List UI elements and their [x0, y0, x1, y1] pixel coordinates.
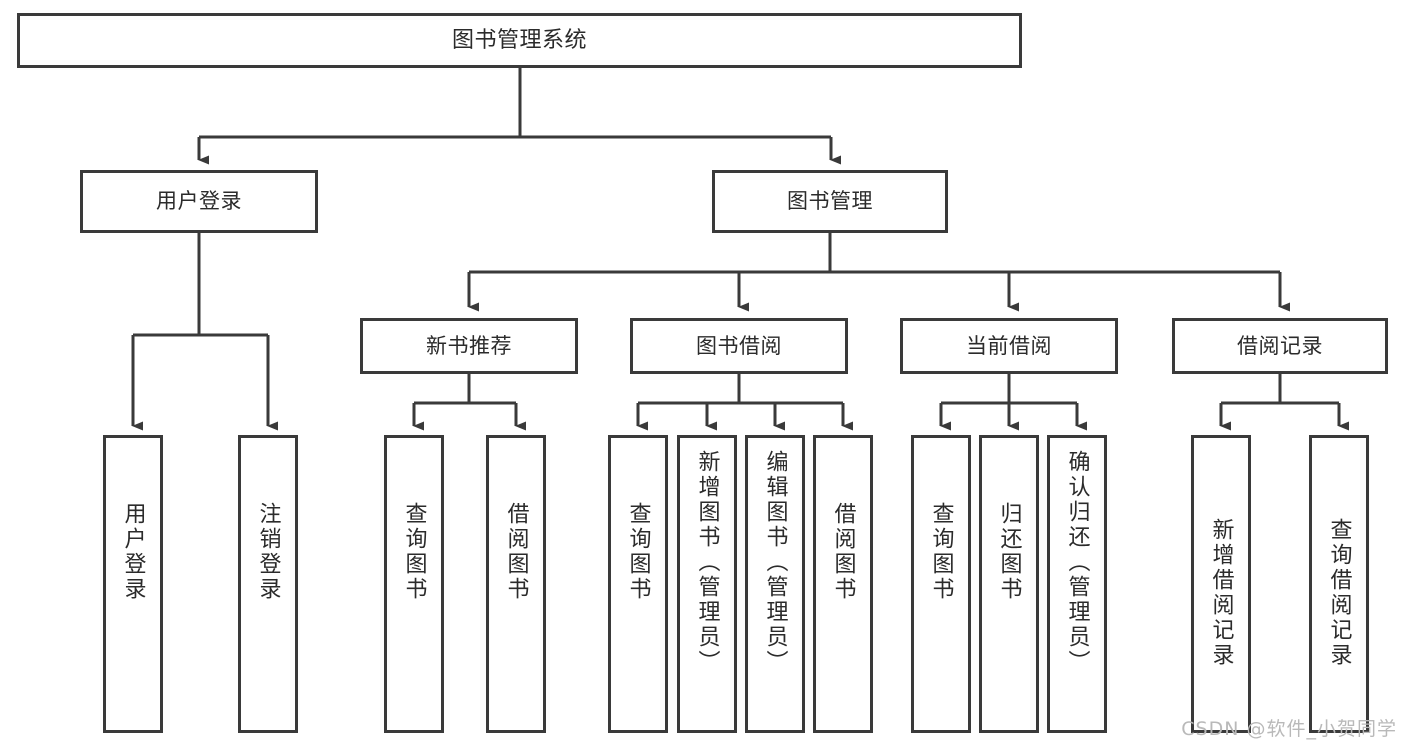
leaf-borrow-book-recommend[interactable]: 借阅图书 — [486, 435, 546, 733]
node-label: 新增图书（管理员） — [694, 450, 720, 675]
node-label: 查询图书 — [401, 502, 427, 602]
node-label: 归还图书 — [996, 502, 1022, 602]
node-label: 图书管理 — [787, 189, 873, 214]
node-label: 用户登录 — [156, 189, 242, 214]
node-label: 查询图书 — [625, 502, 651, 602]
node-new-book-recommend[interactable]: 新书推荐 — [360, 318, 578, 374]
leaf-query-book-current[interactable]: 查询图书 — [911, 435, 971, 733]
node-label: 借阅图书 — [503, 502, 529, 602]
node-label: 当前借阅 — [966, 333, 1052, 358]
leaf-edit-book-admin[interactable]: 编辑图书（管理员） — [745, 435, 805, 733]
leaf-logout[interactable]: 注销登录 — [238, 435, 298, 733]
node-label: 编辑图书（管理员） — [762, 450, 788, 675]
node-label: 图书借阅 — [696, 333, 782, 358]
leaf-add-borrow-record[interactable]: 新增借阅记录 — [1191, 435, 1251, 733]
node-label: 新书推荐 — [426, 333, 512, 358]
leaf-query-book-recommend[interactable]: 查询图书 — [384, 435, 444, 733]
node-label: 图书管理系统 — [451, 27, 587, 53]
node-label: 新增借阅记录 — [1208, 518, 1234, 668]
leaf-confirm-return-admin[interactable]: 确认归还（管理员） — [1047, 435, 1107, 733]
leaf-query-borrow-record[interactable]: 查询借阅记录 — [1309, 435, 1369, 733]
node-current-borrow[interactable]: 当前借阅 — [900, 318, 1118, 374]
leaf-query-book-borrow[interactable]: 查询图书 — [608, 435, 668, 733]
node-user-login[interactable]: 用户登录 — [80, 170, 318, 233]
leaf-borrow-book[interactable]: 借阅图书 — [813, 435, 873, 733]
node-borrow-record[interactable]: 借阅记录 — [1172, 318, 1388, 374]
node-label: 查询借阅记录 — [1326, 518, 1352, 668]
leaf-add-book-admin[interactable]: 新增图书（管理员） — [677, 435, 737, 733]
node-label: 借阅图书 — [830, 502, 856, 602]
node-label: 注销登录 — [255, 502, 281, 602]
node-label: 借阅记录 — [1237, 333, 1323, 358]
node-book-management[interactable]: 图书管理 — [712, 170, 948, 233]
node-book-borrow[interactable]: 图书借阅 — [630, 318, 848, 374]
node-label: 确认归还（管理员） — [1064, 450, 1090, 675]
leaf-user-login[interactable]: 用户登录 — [103, 435, 163, 733]
node-root-system[interactable]: 图书管理系统 — [17, 13, 1022, 68]
leaf-return-book[interactable]: 归还图书 — [979, 435, 1039, 733]
node-label: 用户登录 — [120, 502, 146, 602]
csdn-watermark: CSDN @软件_小贺同学 — [1181, 718, 1397, 740]
node-label: 查询图书 — [928, 502, 954, 602]
